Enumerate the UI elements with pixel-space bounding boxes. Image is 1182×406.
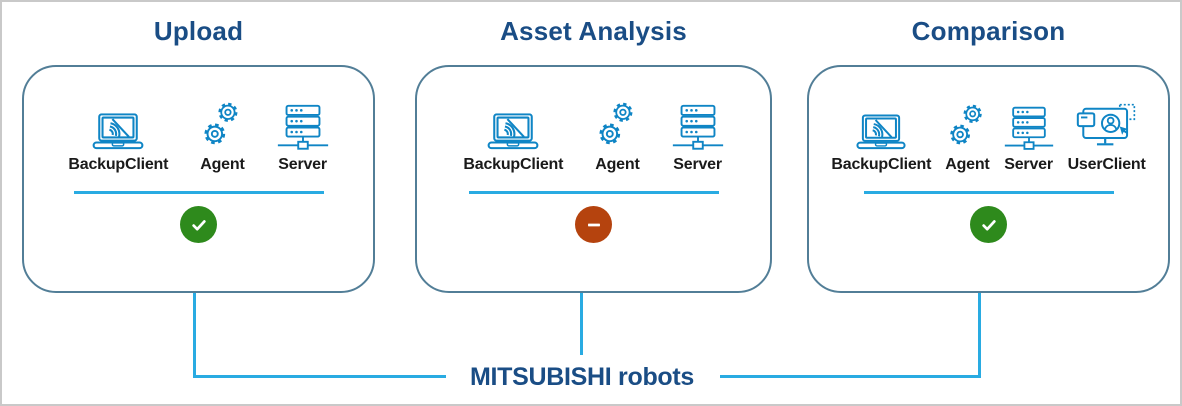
item-agent: Agent: [200, 97, 245, 174]
agent-gears-icon: [200, 97, 244, 151]
panel-box-upload: BackupClient Agent Server: [22, 65, 375, 293]
item-label: Server: [278, 156, 327, 173]
panel-title-asset-analysis: Asset Analysis: [500, 16, 687, 46]
item-label: UserClient: [1067, 156, 1146, 173]
user-client-monitor-icon: [1076, 97, 1138, 151]
connector-comparison-vertical-line: [978, 293, 981, 377]
server-rack-icon: [277, 97, 329, 151]
panel-title-comparison: Comparison: [911, 16, 1066, 46]
icon-row: BackupClient Agent Server: [68, 97, 328, 174]
server-rack-icon: [1004, 97, 1054, 151]
item-backup-client: BackupClient: [831, 97, 931, 174]
server-rack-icon: [672, 97, 724, 151]
icon-row: BackupClient Agent Server: [463, 97, 723, 174]
item-label: BackupClient: [68, 156, 169, 173]
divider-line: [468, 191, 719, 194]
item-label: Agent: [945, 156, 990, 173]
item-label: Server: [1004, 156, 1053, 173]
divider-line: [863, 191, 1114, 194]
backup-client-laptop-icon: [852, 97, 910, 151]
item-agent: Agent: [945, 97, 990, 174]
backup-client-laptop-icon: [88, 97, 148, 151]
item-label: BackupClient: [463, 156, 564, 173]
item-server: Server: [277, 97, 329, 174]
item-label: Agent: [200, 156, 245, 173]
item-agent: Agent: [595, 97, 640, 174]
connector-upload-vertical-line: [193, 293, 196, 377]
agent-gears-icon: [595, 97, 639, 151]
item-label: Agent: [595, 156, 640, 173]
connector-upload-horizontal-line: [193, 375, 446, 378]
item-server: Server: [672, 97, 724, 174]
item-backup-client: BackupClient: [68, 97, 168, 174]
item-label: Server: [673, 156, 722, 173]
item-user-client: UserClient: [1068, 97, 1146, 174]
connector-asset-analysis-vertical-line: [580, 293, 583, 355]
backup-client-laptop-icon: [483, 97, 543, 151]
mitsubishi-robots-label: MITSUBISHI robots: [469, 363, 695, 391]
item-server: Server: [1004, 97, 1054, 174]
check-status-icon: [970, 206, 1007, 243]
icon-row: BackupClient Agent Server UserClient: [831, 97, 1146, 174]
minus-status-icon: [575, 206, 612, 243]
agent-gears-icon: [946, 97, 988, 151]
check-status-icon: [180, 206, 217, 243]
connector-comparison-horizontal-line: [720, 375, 981, 378]
panel-box-comparison: BackupClient Agent Server UserClient: [807, 65, 1170, 293]
panel-box-asset-analysis: BackupClient Agent Server: [415, 65, 772, 293]
divider-line: [73, 191, 324, 194]
panel-title-upload: Upload: [153, 16, 244, 46]
item-label: BackupClient: [831, 156, 932, 173]
item-backup-client: BackupClient: [463, 97, 563, 174]
